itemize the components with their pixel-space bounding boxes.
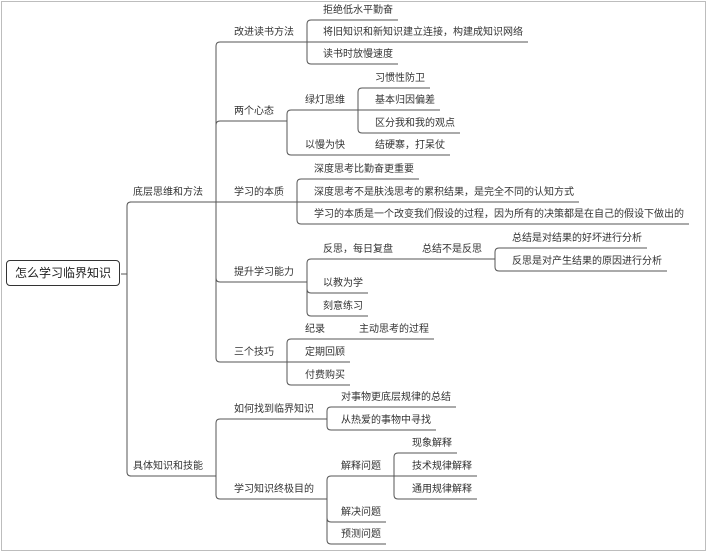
node-phenomenon-explanation[interactable]: 现象解释 — [412, 438, 452, 449]
node-green-light-thinking[interactable]: 绿灯思维 — [305, 95, 345, 106]
node-summary-not-reflection[interactable]: 总结不是反思 — [422, 244, 482, 255]
node-steady-effort[interactable]: 结硬寨，打呆仗 — [375, 140, 445, 151]
node-record[interactable]: 纪录 — [305, 324, 325, 335]
node-two-mindsets[interactable]: 两个心态 — [234, 106, 274, 117]
node-deep-thinking-matters[interactable]: 深度思考比勤奋更重要 — [314, 164, 414, 175]
node-improve-learning[interactable]: 提升学习能力 — [234, 267, 294, 278]
node-deliberate-practice[interactable]: 刻意练习 — [323, 301, 363, 312]
node-improve-reading[interactable]: 改进读书方法 — [234, 27, 294, 38]
node-slow-is-fast[interactable]: 以慢为快 — [305, 140, 345, 151]
node-paid-purchase[interactable]: 付费购买 — [305, 370, 345, 381]
node-explain-problems[interactable]: 解释问题 — [341, 461, 381, 472]
node-specific-knowledge[interactable]: 具体知识和技能 — [133, 461, 203, 472]
node-reflection-analysis[interactable]: 反思是对产生结果的原因进行分析 — [512, 256, 662, 267]
node-predict-problems[interactable]: 预测问题 — [341, 529, 381, 540]
node-summary-analysis[interactable]: 总结是对结果的好坏进行分析 — [512, 233, 642, 244]
node-daily-review[interactable]: 反思，每日复盘 — [323, 244, 393, 255]
node-three-tips[interactable]: 三个技巧 — [234, 347, 274, 358]
root-node[interactable]: 怎么学习临界知识 — [6, 260, 120, 286]
node-deep-vs-shallow[interactable]: 深度思考不是肤浅思考的累积结果，是完全不同的认知方式 — [314, 187, 574, 198]
node-regular-review[interactable]: 定期回顾 — [305, 347, 345, 358]
node-reject-low-level-diligence[interactable]: 拒绝低水平勤奋 — [323, 5, 393, 16]
node-connect-knowledge[interactable]: 将旧知识和新知识建立连接，构建成知识网络 — [323, 27, 523, 38]
node-change-assumptions[interactable]: 学习的本质是一个改变我们假设的过程，因为所有的决策都是在自己的假设下做出的 — [314, 209, 684, 220]
node-from-passion[interactable]: 从热爱的事物中寻找 — [341, 415, 431, 426]
node-find-critical-knowledge[interactable]: 如何找到临界知识 — [234, 404, 314, 415]
node-technical-rule-explanation[interactable]: 技术规律解释 — [412, 461, 472, 472]
node-foundation-thinking[interactable]: 底层思维和方法 — [133, 187, 203, 198]
node-learn-by-teaching[interactable]: 以教为学 — [323, 278, 363, 289]
node-habitual-defense[interactable]: 习惯性防卫 — [375, 73, 425, 84]
node-solve-problems[interactable]: 解决问题 — [341, 507, 381, 518]
node-active-thinking[interactable]: 主动思考的过程 — [359, 324, 429, 335]
node-read-slowly[interactable]: 读书时放慢速度 — [323, 49, 393, 60]
node-separate-self-views[interactable]: 区分我和我的观点 — [375, 118, 455, 129]
node-ultimate-purpose[interactable]: 学习知识终极目的 — [234, 484, 314, 495]
node-learning-essence[interactable]: 学习的本质 — [234, 187, 284, 198]
node-underlying-rules[interactable]: 对事物更底层规律的总结 — [341, 392, 451, 403]
node-general-rule-explanation[interactable]: 通用规律解释 — [412, 484, 472, 495]
node-attribution-bias[interactable]: 基本归因偏差 — [375, 95, 435, 106]
